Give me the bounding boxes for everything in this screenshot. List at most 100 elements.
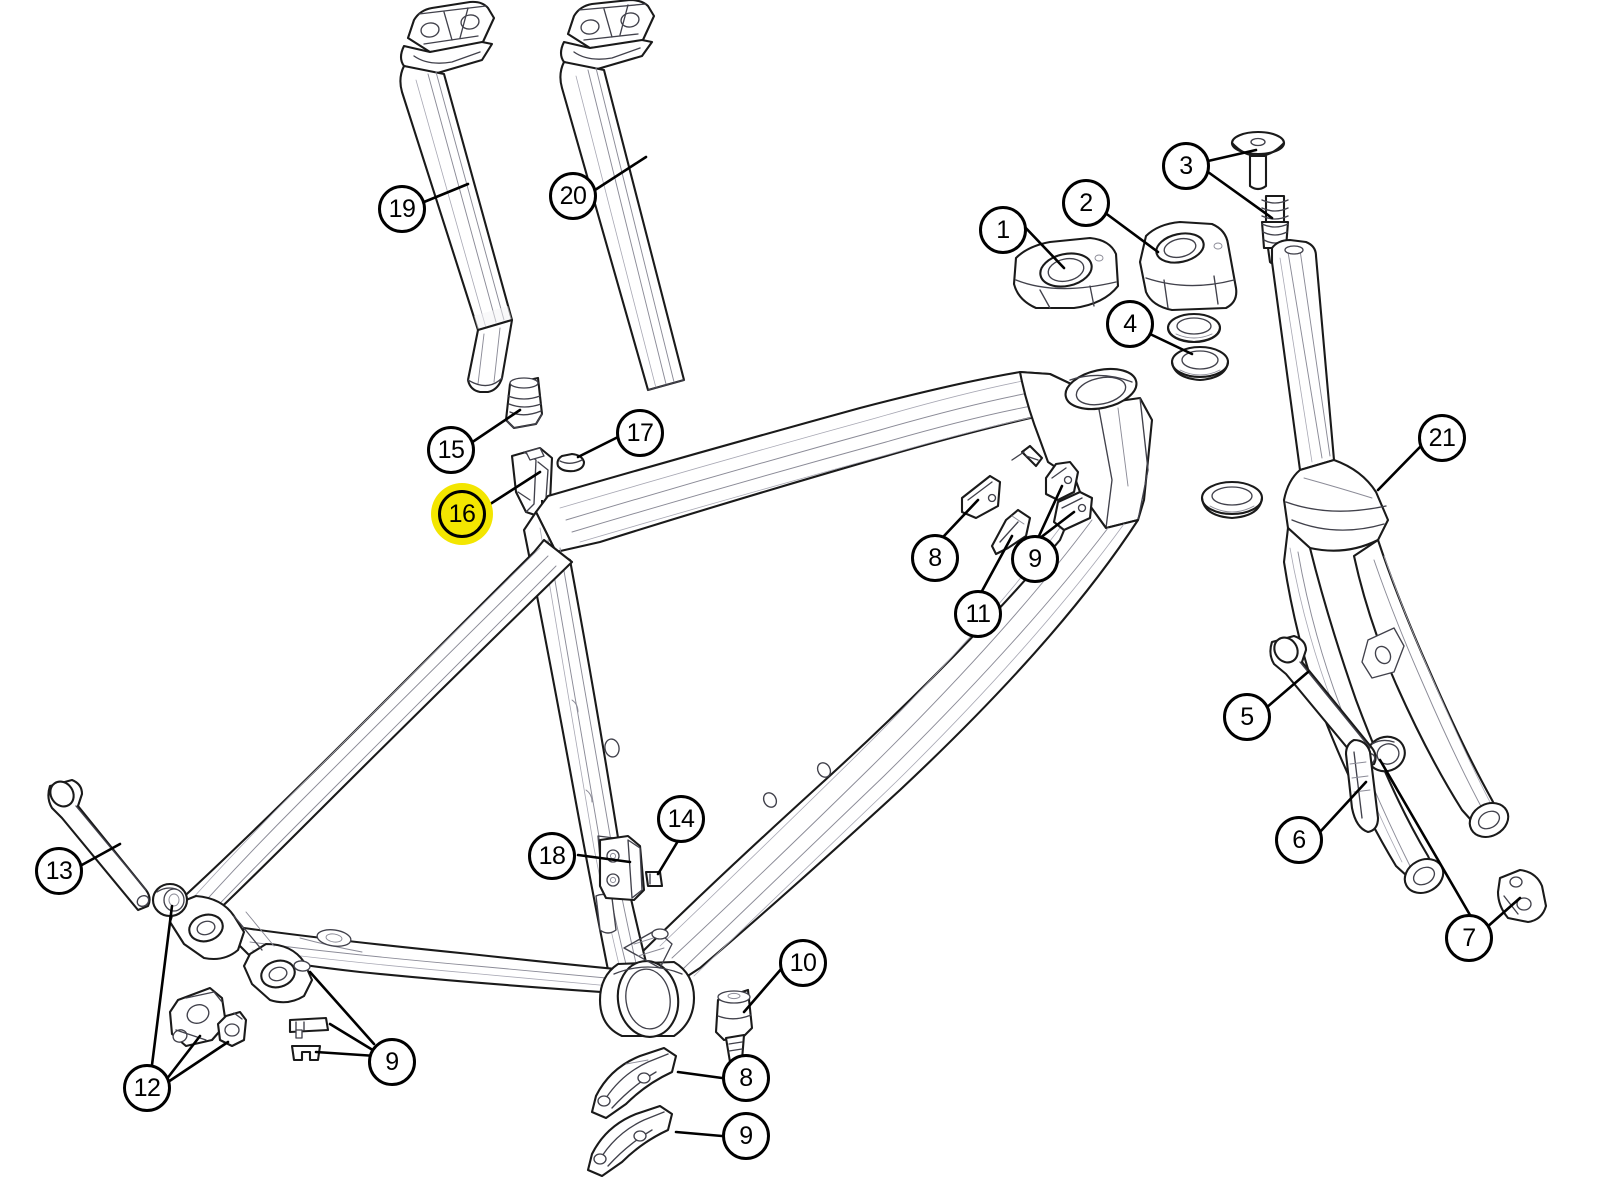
callout-number: 8 [928, 543, 942, 572]
callout-number: 1 [996, 215, 1010, 244]
callout-ring [1275, 816, 1323, 864]
callout-ring [368, 1038, 416, 1086]
callout-8-top[interactable]: 8 [911, 534, 959, 582]
callout-ring [616, 409, 664, 457]
part-9-chainstay-protector [586, 1104, 674, 1178]
callout-9-bottom[interactable]: 9 [722, 1112, 770, 1160]
callout-number: 21 [1428, 423, 1456, 452]
callout-number: 5 [1240, 702, 1254, 731]
callout-number: 10 [789, 948, 817, 977]
callout-ring [722, 1112, 770, 1160]
part-5-front-thru-axle [1269, 634, 1377, 770]
callout-ring [979, 206, 1027, 254]
callout-ring [1011, 535, 1059, 583]
callout-number: 19 [388, 194, 416, 223]
callout-ring [911, 534, 959, 582]
callout-8-bottom[interactable]: 8 [722, 1054, 770, 1102]
part-seatpost-20 [559, 0, 686, 392]
part-12-hanger-bushing [151, 882, 189, 918]
callout-6[interactable]: 6 [1275, 816, 1323, 864]
callout-number: 4 [1123, 309, 1137, 338]
part-9-cable-guide-clip-a [288, 1016, 330, 1039]
callout-17[interactable]: 17 [616, 409, 664, 457]
callout-number: 9 [385, 1047, 399, 1076]
callout-number: 9 [739, 1121, 753, 1150]
part-3-top-cap-bolt [1230, 130, 1286, 191]
callout-number: 12 [133, 1073, 161, 1102]
callout-ring [1162, 142, 1210, 190]
part-15-seatpost-wedge-bolt [504, 376, 544, 430]
callout-number: 16 [448, 499, 476, 528]
callout-ring [722, 1054, 770, 1102]
part-7-brake-hose-guide [1496, 868, 1548, 924]
callout-ring [378, 185, 426, 233]
callout-ring [1106, 300, 1154, 348]
leader-lines [78, 148, 1522, 1138]
part-12-hanger-bolt [216, 1010, 248, 1048]
callout-number: 17 [626, 418, 654, 447]
callout-ring [779, 939, 827, 987]
callout-3[interactable]: 3 [1162, 142, 1210, 190]
callout-16-highlighted[interactable]: 16 [431, 483, 493, 545]
callout-number: 14 [667, 804, 695, 833]
part-4-headset-bearing-lower [1170, 345, 1230, 382]
callout-19[interactable]: 19 [378, 185, 426, 233]
callout-number: 15 [437, 435, 465, 464]
part-9-cable-port-grommet-a [1011, 444, 1080, 502]
callout-number: 8 [739, 1063, 753, 1092]
callout-9-top[interactable]: 9 [1011, 535, 1059, 583]
callout-number: 9 [1028, 544, 1042, 573]
callout-number: 3 [1179, 151, 1193, 180]
callout-13[interactable]: 13 [35, 847, 83, 895]
callout-15[interactable]: 15 [427, 426, 475, 474]
callout-9-bottom-left[interactable]: 9 [368, 1038, 416, 1086]
callout-ring [123, 1064, 171, 1112]
callout-number: 11 [965, 599, 991, 628]
callout-ring [438, 490, 486, 538]
part-16-seatpost-clamp-wedge [510, 446, 554, 518]
part-4-headset-bearing-upper [1166, 312, 1222, 344]
callout-7[interactable]: 7 [1445, 914, 1493, 962]
callout-ring [35, 847, 83, 895]
callout-ring [427, 426, 475, 474]
callout-number: 2 [1079, 188, 1093, 217]
callout-ring [1062, 179, 1110, 227]
callout-11[interactable]: 11 [954, 590, 1002, 638]
callout-ring [528, 832, 576, 880]
callout-5[interactable]: 5 [1223, 693, 1271, 741]
part-9-cable-guide-clip-b [290, 1044, 322, 1062]
callout-14[interactable]: 14 [657, 795, 705, 843]
callout-20[interactable]: 20 [549, 172, 597, 220]
callout-number: 6 [1292, 825, 1306, 854]
callout-10[interactable]: 10 [779, 939, 827, 987]
part-8-chainstay-protector [590, 1046, 678, 1120]
part-21-fork [1270, 238, 1510, 895]
callout-number: 13 [45, 856, 73, 885]
callout-1[interactable]: 1 [979, 206, 1027, 254]
callout-4[interactable]: 4 [1106, 300, 1154, 348]
part-14-cable-stop-plug [644, 870, 664, 888]
part-17-seat-tube-plug [556, 452, 586, 473]
part-18-front-derailleur-mount [598, 834, 646, 902]
callout-21[interactable]: 21 [1418, 414, 1466, 462]
callout-ring [657, 795, 705, 843]
part-13-rear-thru-axle [47, 778, 151, 912]
callout-ring [1223, 693, 1271, 741]
callout-ring [1418, 414, 1466, 462]
part-1-lower-headset-cover [1012, 236, 1120, 310]
callout-12[interactable]: 12 [123, 1064, 171, 1112]
part-seatpost-19 [399, 0, 514, 394]
part-frame-assembly [168, 367, 1154, 1038]
part-2-upper-headset-cover [1138, 220, 1238, 312]
callout-number: 18 [538, 841, 566, 870]
part-compression-ring [1200, 480, 1264, 520]
callout-number: 7 [1462, 923, 1476, 952]
callout-18[interactable]: 18 [528, 832, 576, 880]
callout-ring [1445, 914, 1493, 962]
callout-number: 20 [559, 181, 587, 210]
callout-2[interactable]: 2 [1062, 179, 1110, 227]
callout-ring [954, 590, 1002, 638]
part-12-derailleur-hanger [168, 986, 228, 1048]
